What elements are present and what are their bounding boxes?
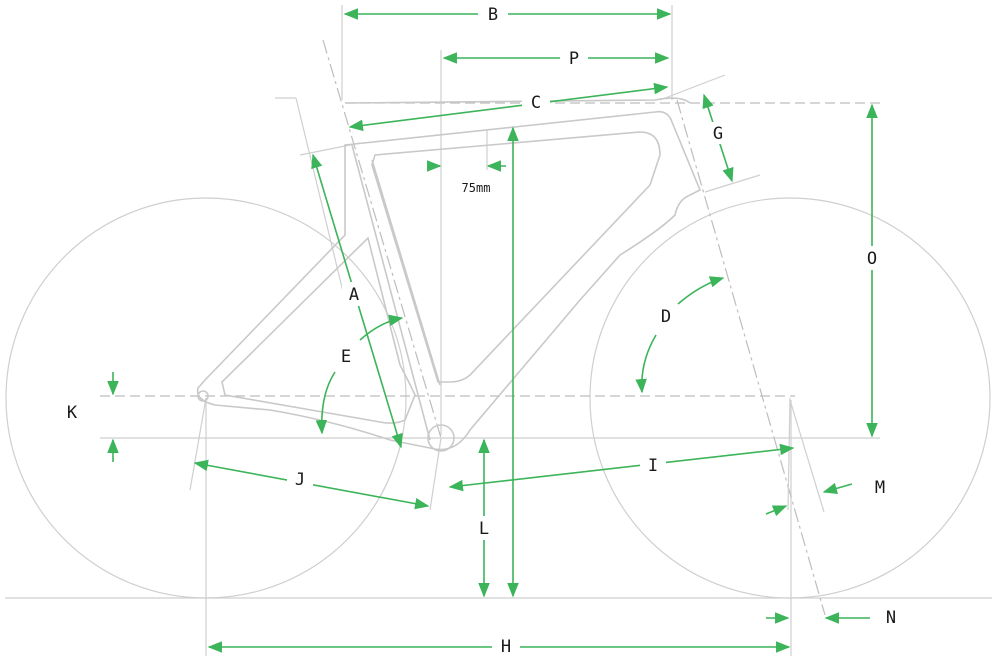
- bottom-bracket: [427, 424, 455, 452]
- label-l: L: [479, 519, 489, 539]
- rear-dropout: [197, 390, 209, 402]
- label-o: O: [867, 249, 877, 269]
- chainstay-drop: [189, 397, 207, 491]
- top-tube-upper: [344, 97, 691, 104]
- dim-i-arrow: [448, 443, 795, 492]
- dim-e-arc-bottom: [315, 371, 336, 435]
- label-a: A: [349, 285, 359, 305]
- trail-guide-3: [704, 174, 761, 193]
- label-g: G: [713, 124, 723, 144]
- fork-line: [789, 399, 825, 513]
- trail-guide-2: [659, 74, 726, 101]
- label-m: M: [875, 478, 885, 498]
- dim-e-arc-top: [359, 314, 404, 341]
- label-k: K: [67, 403, 78, 423]
- label-b: B: [488, 5, 498, 25]
- dim-d-arc-bottom: [635, 334, 657, 394]
- dim-d-arc-top: [677, 276, 725, 305]
- label-c: C: [531, 93, 541, 113]
- label-n: N: [886, 608, 896, 628]
- frame-inner-cutout: [371, 131, 661, 383]
- front-wheel: [589, 197, 991, 599]
- dim-m-arrow-right: [822, 482, 853, 494]
- label-p: P: [569, 49, 579, 69]
- label-75mm: 75mm: [462, 181, 491, 195]
- label-e: E: [341, 347, 351, 367]
- seatpost: [295, 97, 346, 301]
- dim-c-arrow: [348, 82, 669, 132]
- label-j: J: [295, 470, 305, 490]
- label-h: H: [501, 637, 511, 656]
- dim-m-arrow-left: [765, 505, 788, 517]
- label-i: I: [648, 456, 658, 476]
- label-d: D: [661, 307, 671, 327]
- frame-outline: [196, 110, 702, 451]
